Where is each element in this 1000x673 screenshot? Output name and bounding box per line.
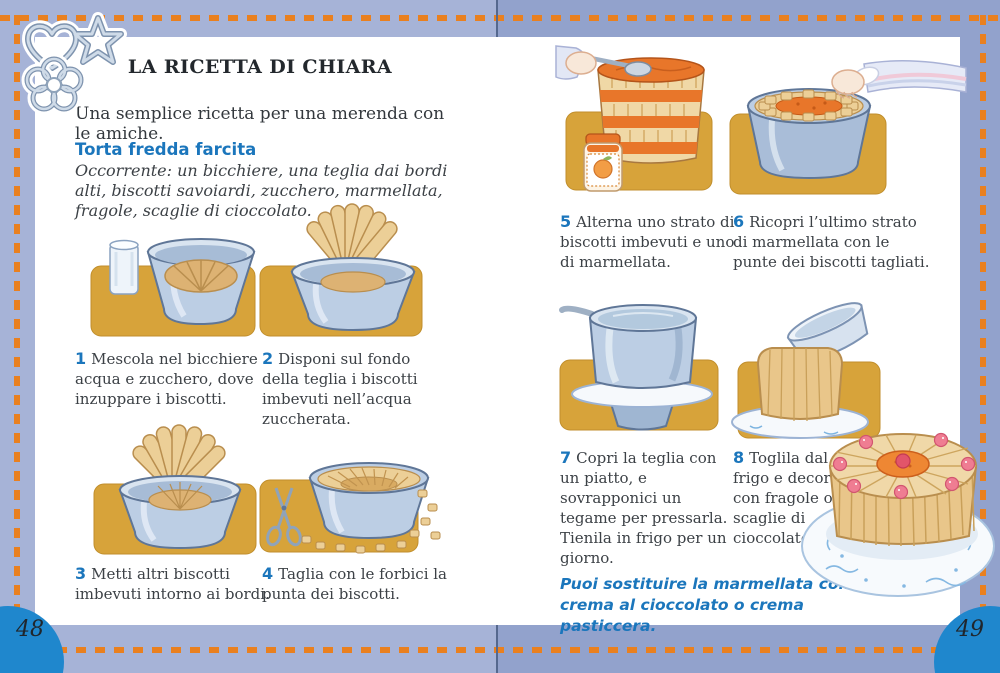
stitch-dashes-right [980, 15, 986, 653]
page-title: LA RICETTA DI CHIARA [127, 56, 393, 78]
step-1-number: 1 [75, 349, 87, 368]
step-1-illustration [88, 214, 258, 340]
step-1-text: Mescola nel bicchiere acqua e zucchero, … [75, 350, 258, 408]
page-spine-bottom [496, 625, 498, 673]
step-4-illustration [258, 432, 444, 558]
stitch-dashes-bottom [0, 647, 1000, 653]
step-3-illustration [92, 424, 260, 558]
page-spine-top [496, 0, 498, 37]
substitution-note: Puoi sostituire la marmellata con crema … [560, 575, 850, 635]
step-6-text: Ricopri l’ultimo strato di marmellata co… [733, 213, 930, 271]
page-number-right: 49 [956, 617, 984, 642]
ingredients-text: Occorrente: un bicchiere, una teglia dai… [75, 161, 448, 220]
cookie-cutters-icon [20, 12, 130, 115]
finished-cake-illustration [801, 384, 1000, 602]
intro-text: Una semplice ricetta per una merenda con… [75, 104, 445, 144]
step-5-text: Alterna uno strato di biscotti imbevuti … [560, 213, 735, 271]
step-7-number: 7 [560, 448, 572, 467]
step-8-text: Toglila dal frigo e decorala con fragole… [733, 449, 854, 547]
step-4-number: 4 [262, 564, 274, 583]
step-3-text: Metti altri biscotti imbevuti intorno ai… [75, 565, 270, 603]
step-6-number: 6 [733, 212, 745, 231]
step-7-illustration [558, 300, 722, 436]
step-2-illustration [258, 203, 426, 340]
page-number-left: 48 [16, 617, 44, 642]
step-6-illustration [729, 58, 968, 200]
step-7-text: Copri la teglia con un piatto, e sovrapp… [560, 449, 728, 567]
recipe-name: Torta fredda farcita [75, 140, 257, 159]
step-8-number: 8 [733, 448, 745, 467]
step-8-illustration [728, 290, 881, 448]
step-3-number: 3 [75, 564, 87, 583]
stitch-dashes-left [14, 15, 20, 653]
step-5-number: 5 [560, 212, 572, 231]
step-5-illustration [555, 45, 716, 196]
stitch-dashes-top [0, 15, 1000, 21]
step-4-text: Taglia con le forbici la punta dei bisco… [262, 565, 447, 603]
step-2-text: Disponi sul fondo della teglia i biscott… [262, 350, 418, 428]
step-2-number: 2 [262, 349, 274, 368]
